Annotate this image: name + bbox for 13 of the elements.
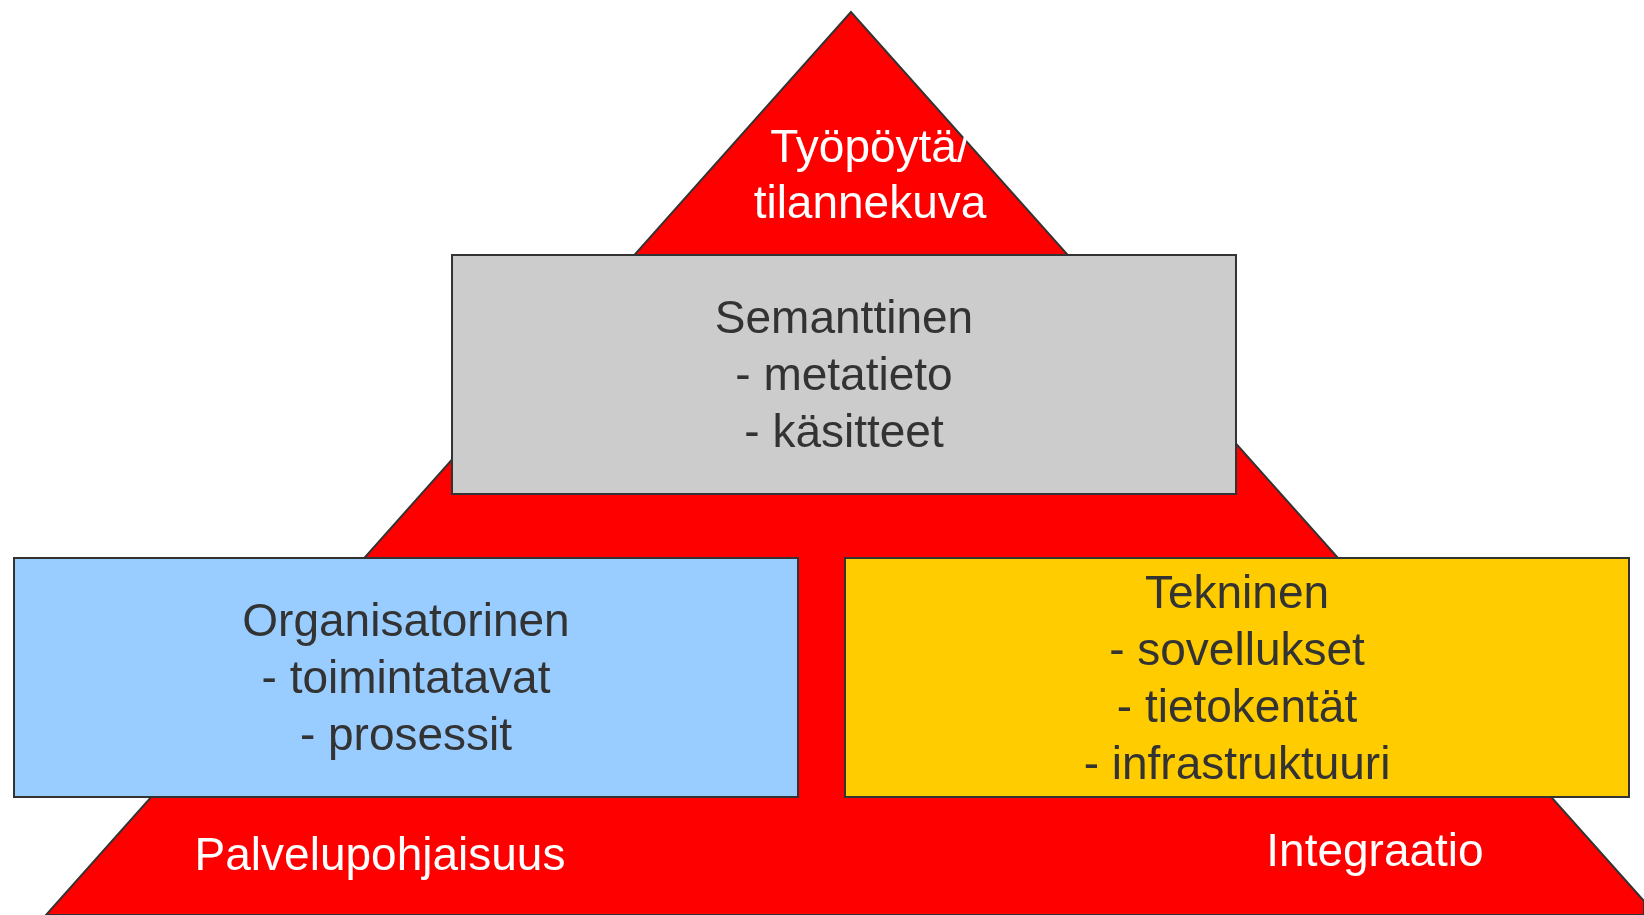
box-heading: Semanttinen [714,290,974,345]
list-item: - sovellukset [1109,621,1365,677]
list-item: - infrastruktuuri [1083,735,1391,791]
list-item: - prosessit [299,707,513,762]
list-item: - metatieto [735,347,953,402]
pyramid-label: Työpöytä/ tilannekuva [752,119,988,230]
box-heading: Organisatorinen [242,593,570,648]
list-item: - tietokentät [1116,678,1358,734]
list-item: - käsitteet [744,404,944,459]
box-heading: Tekninen [1144,564,1330,620]
list-item: - toimintatavat [261,650,551,705]
pyramid-label: Palvelupohjaisuus [193,827,567,882]
pyramid-label: Integraatio [1265,823,1485,878]
